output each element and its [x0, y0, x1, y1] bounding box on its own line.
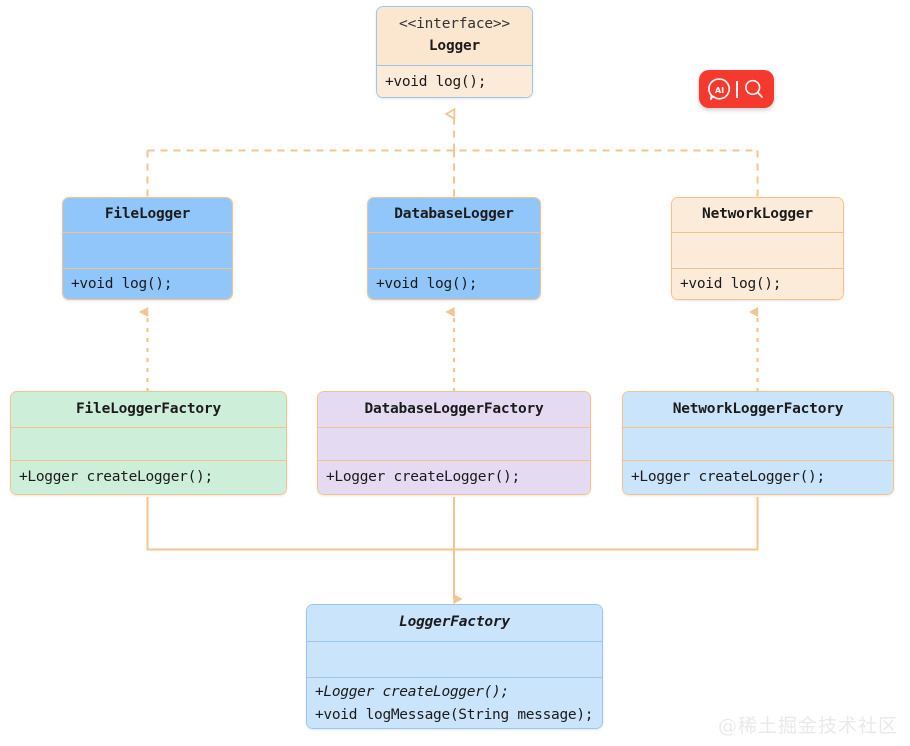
class-operations-database-logger: +void log();	[368, 268, 540, 299]
class-header-file-logger-factory: FileLoggerFactory	[11, 392, 286, 427]
class-header-network-logger: NetworkLogger	[672, 198, 843, 232]
operation-item: +void log();	[71, 276, 173, 293]
class-header-database-logger-factory: DatabaseLoggerFactory	[318, 392, 590, 427]
edge-loggers-realize-logger	[146, 114, 759, 199]
operation-item: +Logger createLogger();	[631, 468, 825, 485]
search-icon	[744, 79, 763, 98]
class-name: Logger	[428, 38, 481, 54]
class-header-database-logger: DatabaseLogger	[368, 198, 540, 232]
class-header-network-logger-factory: NetworkLoggerFactory	[623, 392, 893, 427]
operation-item: +Logger createLogger();	[315, 683, 509, 700]
class-operations-database-logger-factory: +Logger createLogger();	[318, 460, 590, 494]
class-header-file-logger: FileLogger	[63, 198, 232, 232]
class-operations-network-logger-factory: +Logger createLogger();	[623, 460, 893, 494]
class-attributes-database-logger	[368, 232, 540, 268]
class-operations-logger: +void log();	[377, 65, 532, 97]
class-attributes-database-logger-factory	[318, 427, 590, 460]
badge-divider	[736, 80, 738, 98]
class-operations-file-logger: +void log();	[63, 268, 232, 299]
class-node-file-logger[interactable]: FileLogger +void log();	[62, 197, 233, 300]
brand-badge[interactable]: AI	[699, 70, 774, 108]
class-attributes-network-logger-factory	[623, 427, 893, 460]
class-name: NetworkLogger	[702, 206, 813, 223]
class-name: FileLoggerFactory	[75, 400, 221, 417]
class-name: NetworkLoggerFactory	[672, 400, 844, 417]
edge-factories-extend-loggerfactory	[146, 497, 759, 599]
class-node-database-logger[interactable]: DatabaseLogger +void log();	[367, 197, 541, 300]
class-header-logger: <<interface>> Logger	[377, 7, 532, 65]
class-name: LoggerFactory	[399, 614, 510, 631]
class-attributes-file-logger-factory	[11, 427, 286, 460]
class-attributes-file-logger	[63, 232, 232, 268]
ai-bubble-icon: AI	[708, 77, 731, 100]
watermark: @稀土掘金技术社区	[717, 715, 898, 737]
class-operations-file-logger-factory: +Logger createLogger();	[11, 460, 286, 494]
class-operations-network-logger: +void log();	[672, 268, 843, 299]
class-attributes-network-logger	[672, 232, 843, 268]
class-node-logger[interactable]: <<interface>> Logger +void log();	[376, 6, 533, 98]
class-header-logger-factory: LoggerFactory	[307, 605, 602, 641]
class-name: FileLogger	[104, 206, 191, 223]
operation-item: +Logger createLogger();	[19, 468, 213, 485]
operation-item: +Logger createLogger();	[326, 468, 520, 485]
operation-item: +void log();	[680, 276, 782, 293]
class-node-logger-factory[interactable]: LoggerFactory +Logger createLogger(); +v…	[306, 604, 603, 729]
class-attributes-logger-factory	[307, 641, 602, 677]
class-name: DatabaseLoggerFactory	[364, 400, 544, 417]
class-node-network-logger[interactable]: NetworkLogger +void log();	[671, 197, 844, 300]
operation-item: +void log();	[376, 276, 478, 293]
class-node-database-logger-factory[interactable]: DatabaseLoggerFactory +Logger createLogg…	[317, 391, 591, 495]
operation-item: +void logMessage(String message);	[315, 707, 594, 723]
class-operations-logger-factory: +Logger createLogger(); +void logMessage…	[307, 677, 602, 728]
class-stereotype: <<interface>>	[399, 16, 510, 33]
class-node-network-logger-factory[interactable]: NetworkLoggerFactory +Logger createLogge…	[622, 391, 894, 495]
operation-item: +void log();	[385, 73, 487, 90]
svg-text:AI: AI	[715, 85, 724, 94]
class-node-file-logger-factory[interactable]: FileLoggerFactory +Logger createLogger()…	[10, 391, 287, 495]
class-name: DatabaseLogger	[394, 206, 514, 223]
